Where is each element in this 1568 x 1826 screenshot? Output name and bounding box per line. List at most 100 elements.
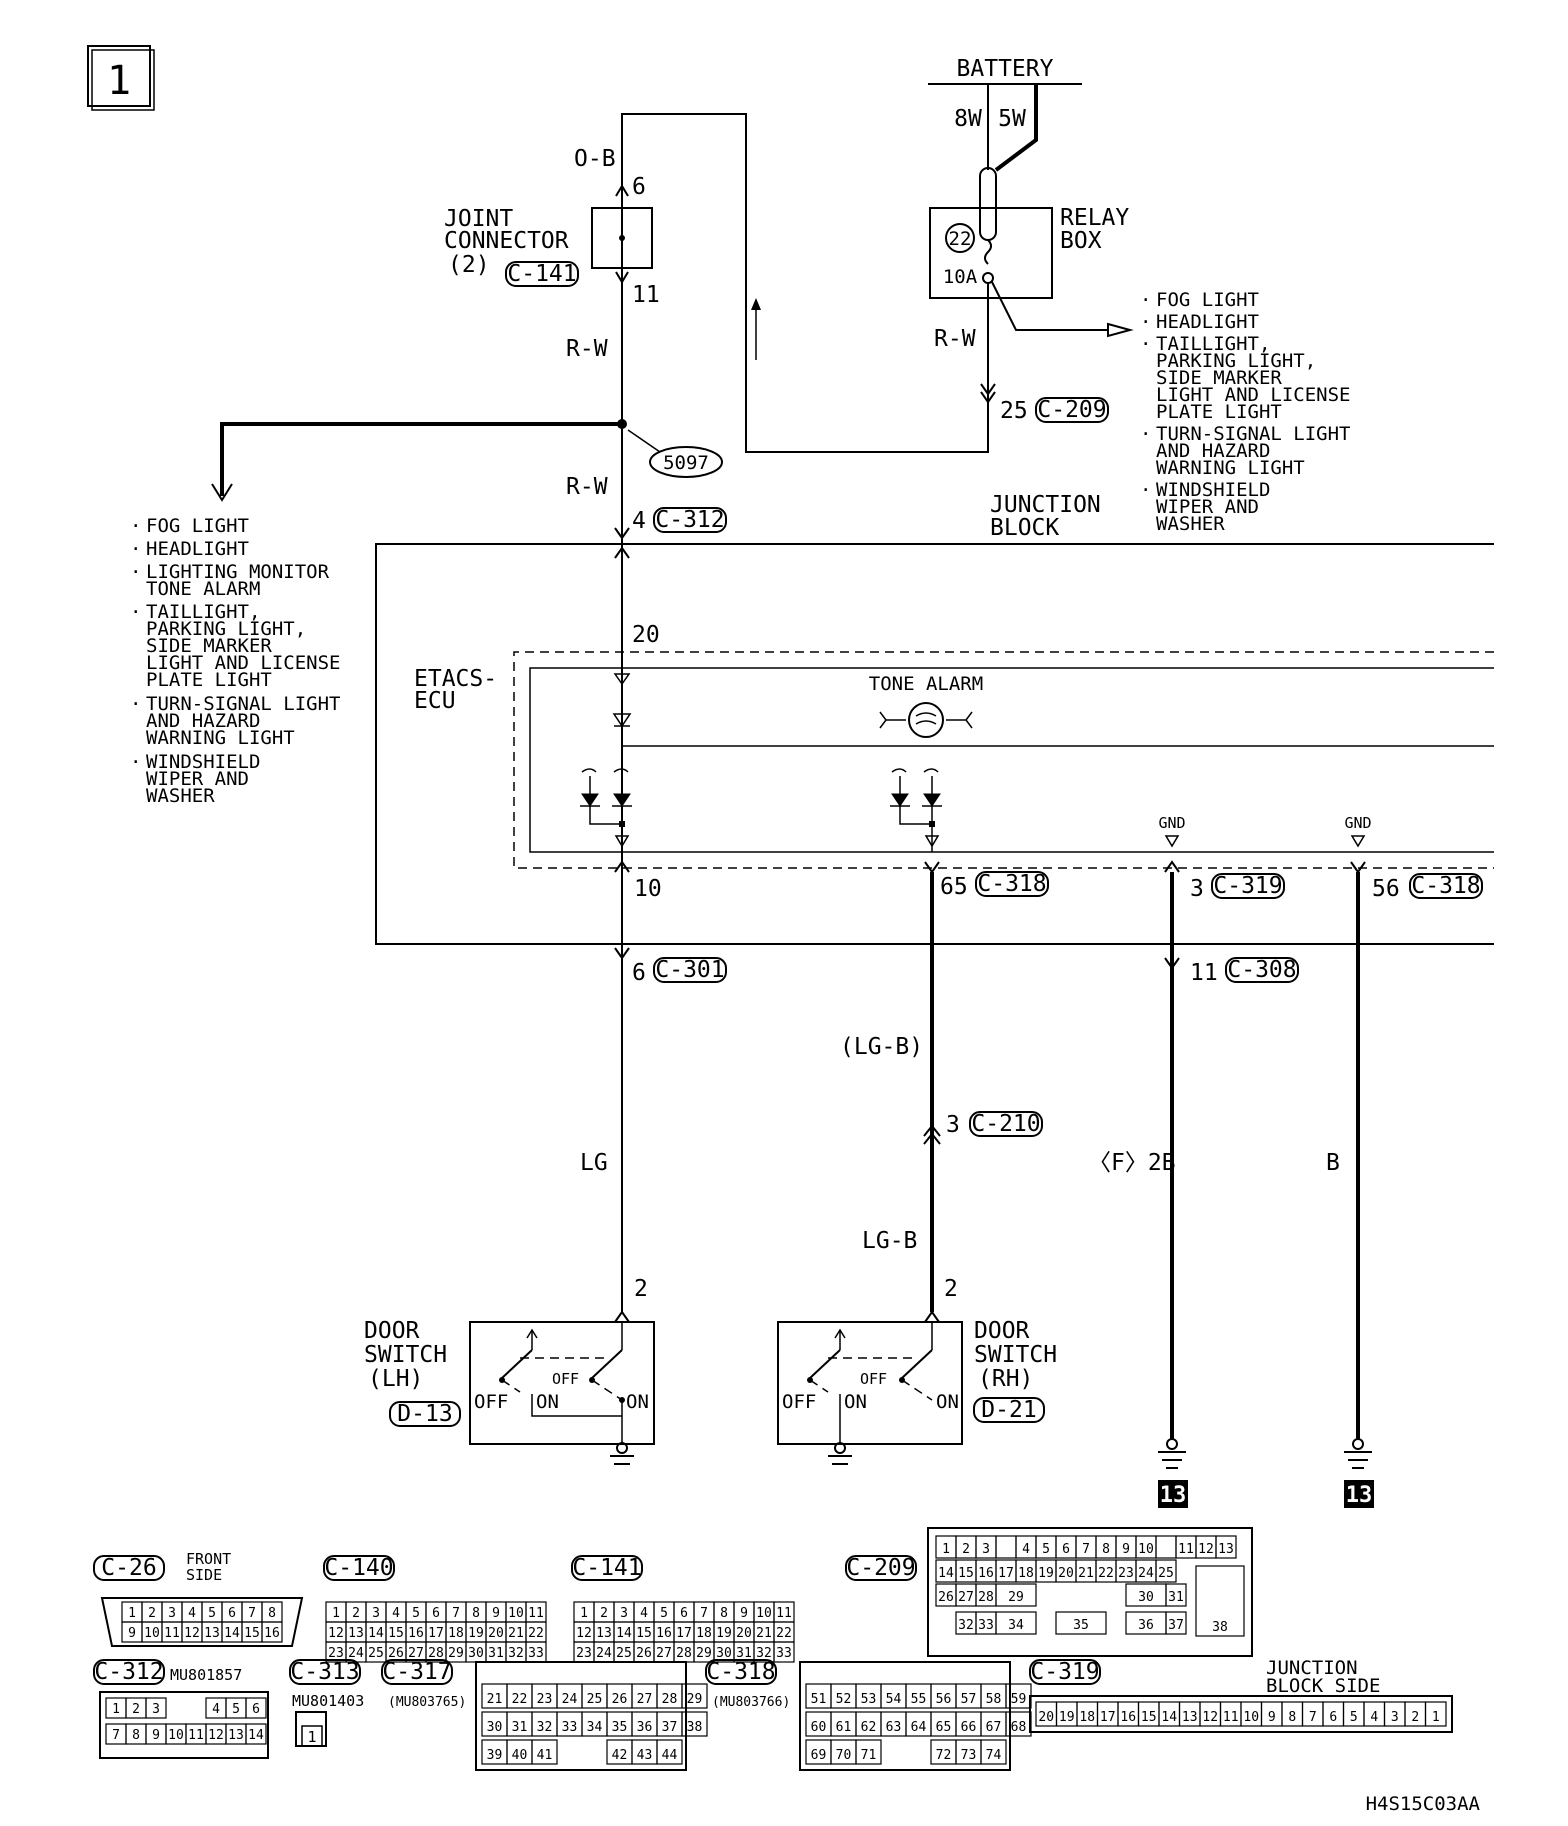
left-output-wiper-3: WASHER bbox=[146, 785, 215, 807]
ecu-led-pair-middle bbox=[890, 768, 942, 852]
fuse-rating: 10A bbox=[943, 266, 978, 288]
splice-node bbox=[617, 419, 627, 429]
pin-number: 19 bbox=[1059, 1710, 1075, 1725]
relay-output-tail-2: PARKING LIGHT, bbox=[1156, 350, 1316, 372]
pin-number: 7 bbox=[248, 1606, 256, 1621]
c308-pin: 11 bbox=[1190, 960, 1218, 986]
ecu65-pin: 65 bbox=[940, 874, 968, 900]
pin-number: 38 bbox=[687, 1720, 703, 1735]
pin-number: 22 bbox=[512, 1692, 528, 1707]
pin-cell bbox=[980, 1739, 1007, 1765]
pin-number: 33 bbox=[562, 1720, 578, 1735]
ds-rh-connector-box bbox=[973, 1397, 1045, 1423]
pin-number: 14 bbox=[616, 1626, 632, 1641]
pin-number: 1 bbox=[332, 1606, 340, 1621]
wire-b-label: B bbox=[1326, 1150, 1340, 1176]
ecu65-terminal bbox=[924, 861, 940, 874]
pin-number: 12 bbox=[328, 1626, 344, 1641]
pin-number: 11 bbox=[1223, 1710, 1239, 1725]
gnd-symbol-2 bbox=[1350, 835, 1366, 848]
pin-number: 64 bbox=[911, 1720, 927, 1735]
pin-number: 31 bbox=[488, 1646, 504, 1661]
left-output-tail-2: PARKING LIGHT, bbox=[146, 618, 306, 640]
c26-name: C-26 bbox=[101, 1555, 156, 1581]
pin-number: 8 bbox=[472, 1606, 480, 1621]
pin-number: 60 bbox=[811, 1720, 827, 1735]
pin-number: 13 bbox=[596, 1626, 612, 1641]
ds-rh-connector: D-21 bbox=[981, 1397, 1036, 1423]
pin-number: 58 bbox=[986, 1692, 1002, 1707]
pin-number: 18 bbox=[448, 1626, 464, 1641]
pin-number: 14 bbox=[224, 1626, 240, 1641]
relay-outputs-list: ·FOG LIGHT ·HEADLIGHT · TAILLIGHT, PARKI… bbox=[1140, 289, 1350, 535]
pin-cell bbox=[261, 1621, 283, 1643]
pin-number: 2 bbox=[148, 1606, 156, 1621]
pin-cell bbox=[656, 1739, 683, 1765]
pin-number: 12 bbox=[1198, 1542, 1214, 1557]
wire-rw-label-2: R-W bbox=[566, 474, 608, 500]
c209-shell bbox=[927, 1527, 1253, 1657]
pin-number: 63 bbox=[886, 1720, 902, 1735]
pin-number: 2 bbox=[1411, 1710, 1419, 1725]
pin-number: 30 bbox=[487, 1720, 503, 1735]
c140-name-box bbox=[323, 1555, 395, 1581]
ds-lh-label-3: (LH) bbox=[368, 1366, 423, 1392]
ds-rh-on-1: ON bbox=[844, 1391, 867, 1413]
left-output-turn-2: AND HAZARD bbox=[146, 710, 260, 732]
ecu20-inner-terminal bbox=[613, 673, 631, 686]
jb4-inner-terminal bbox=[614, 546, 630, 559]
splice-leader bbox=[627, 429, 661, 453]
pin-number: 30 bbox=[1138, 1590, 1154, 1605]
ecu65-connector-box bbox=[975, 871, 1049, 897]
pin-number: 25 bbox=[587, 1692, 603, 1707]
pin-cell bbox=[245, 1723, 267, 1745]
left-output-turn-3: WARNING LIGHT bbox=[146, 727, 295, 749]
ds-rh-ground-icon bbox=[828, 1428, 852, 1465]
etacs-dashed-outline bbox=[513, 651, 1494, 869]
pin-cell bbox=[995, 1535, 1017, 1559]
fusible-link-symbol bbox=[979, 167, 997, 241]
pin-number: 6 bbox=[680, 1606, 688, 1621]
pin-number: 28 bbox=[978, 1590, 994, 1605]
feed-loop-wire bbox=[621, 113, 989, 453]
pin-number: 27 bbox=[958, 1590, 974, 1605]
pin-number: 18 bbox=[1018, 1566, 1034, 1581]
jc-label-1: JOINT bbox=[444, 206, 513, 232]
pin-number: 31 bbox=[736, 1646, 752, 1661]
gnd-label-2: GND bbox=[1344, 814, 1371, 832]
pin-number: 7 bbox=[112, 1728, 120, 1743]
etacs-label-1: ETACS- bbox=[414, 666, 497, 692]
pin-number: 19 bbox=[716, 1626, 732, 1641]
jb4-terminal bbox=[614, 527, 630, 540]
left-output-monitor-2: TONE ALARM bbox=[146, 578, 260, 600]
fuse-terminal-dot bbox=[982, 272, 994, 284]
pin-number: 10 bbox=[756, 1606, 772, 1621]
pin-number: 4 bbox=[1370, 1710, 1378, 1725]
c301-connector: C-301 bbox=[655, 957, 724, 983]
c26-name-box bbox=[93, 1555, 165, 1581]
pin-number: 33 bbox=[978, 1618, 994, 1633]
c301-pin: 6 bbox=[632, 960, 646, 986]
pin-number: 9 bbox=[128, 1626, 136, 1641]
pin-number: 56 bbox=[936, 1692, 952, 1707]
pin-cell bbox=[681, 1683, 708, 1709]
c210-pin: 3 bbox=[946, 1112, 960, 1138]
pin-number: 9 bbox=[1122, 1542, 1130, 1557]
pin-number: 19 bbox=[468, 1626, 484, 1641]
pin-number: 15 bbox=[636, 1626, 652, 1641]
pin-number: 29 bbox=[1008, 1590, 1024, 1605]
pin-number: 15 bbox=[1141, 1710, 1157, 1725]
pin-number: 33 bbox=[528, 1646, 544, 1661]
pin-number: 12 bbox=[208, 1728, 224, 1743]
battery-wire-8w: 8W bbox=[954, 106, 982, 132]
relay-output-tail-5: PLATE LIGHT bbox=[1156, 401, 1282, 423]
pin-number: 30 bbox=[716, 1646, 732, 1661]
pin-number: 25 bbox=[368, 1646, 384, 1661]
junction-block-frame bbox=[375, 543, 1494, 945]
pin-number: 18 bbox=[1079, 1710, 1095, 1725]
pin-number: 29 bbox=[448, 1646, 464, 1661]
pin-number: 8 bbox=[1102, 1542, 1110, 1557]
pin-number: 13 bbox=[348, 1626, 364, 1641]
relay-output-arrow bbox=[1107, 322, 1134, 338]
